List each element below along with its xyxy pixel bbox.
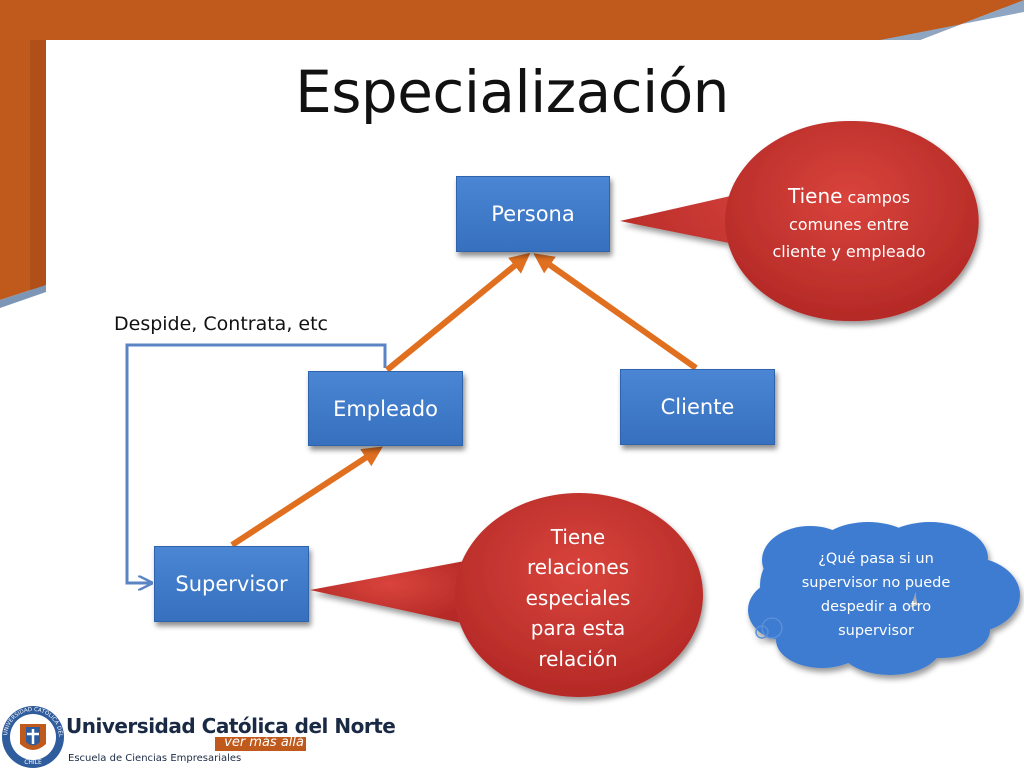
self-relation-label: Despide, Contrata, etc (114, 313, 328, 335)
self-relation-connector (125, 343, 387, 583)
callout-bubble-persona (620, 121, 979, 322)
entity-persona: Persona (456, 176, 610, 252)
callout-text-persona-lead: Tiene (787, 184, 843, 208)
university-name: Universidad Católica del Norte (66, 714, 396, 738)
seal-text: UNIVERSIDAD CATÓLICA DEL NORTE (0, 0, 63, 738)
tagline-bar (215, 737, 306, 751)
callout-bubble-supervisor (310, 493, 703, 697)
school-name: Escuela de Ciencias Empresariales (68, 753, 242, 764)
svg-text:UNIVERSIDAD CATÓLICA DEL NORTE: UNIVERSIDAD CATÓLICA DEL NORTE (0, 0, 63, 738)
slide-title: Especialización (295, 58, 729, 126)
arrow-cliente-to-persona (533, 253, 698, 371)
callout-text-persona-rest: campos comunes entre cliente y empleado (772, 188, 926, 261)
entity-cliente: Cliente (620, 369, 775, 445)
callout-text-persona: Tiene campos comunes entre cliente y emp… (771, 165, 927, 283)
arrow-empleado-to-persona (385, 252, 531, 373)
callout-text-supervisor: Tiene relaciones especiales para esta re… (525, 524, 631, 671)
thought-cloud-text: ¿Qué pasa si un supervisor no puede desp… (801, 551, 951, 639)
seal-country: CHILE (24, 759, 42, 766)
thought-cloud (748, 522, 1020, 675)
arrow-supervisor-to-empleado (230, 446, 383, 548)
entity-supervisor: Supervisor (154, 546, 309, 622)
entity-empleado: Empleado (308, 371, 463, 446)
university-tagline: ver más allá (224, 735, 304, 750)
